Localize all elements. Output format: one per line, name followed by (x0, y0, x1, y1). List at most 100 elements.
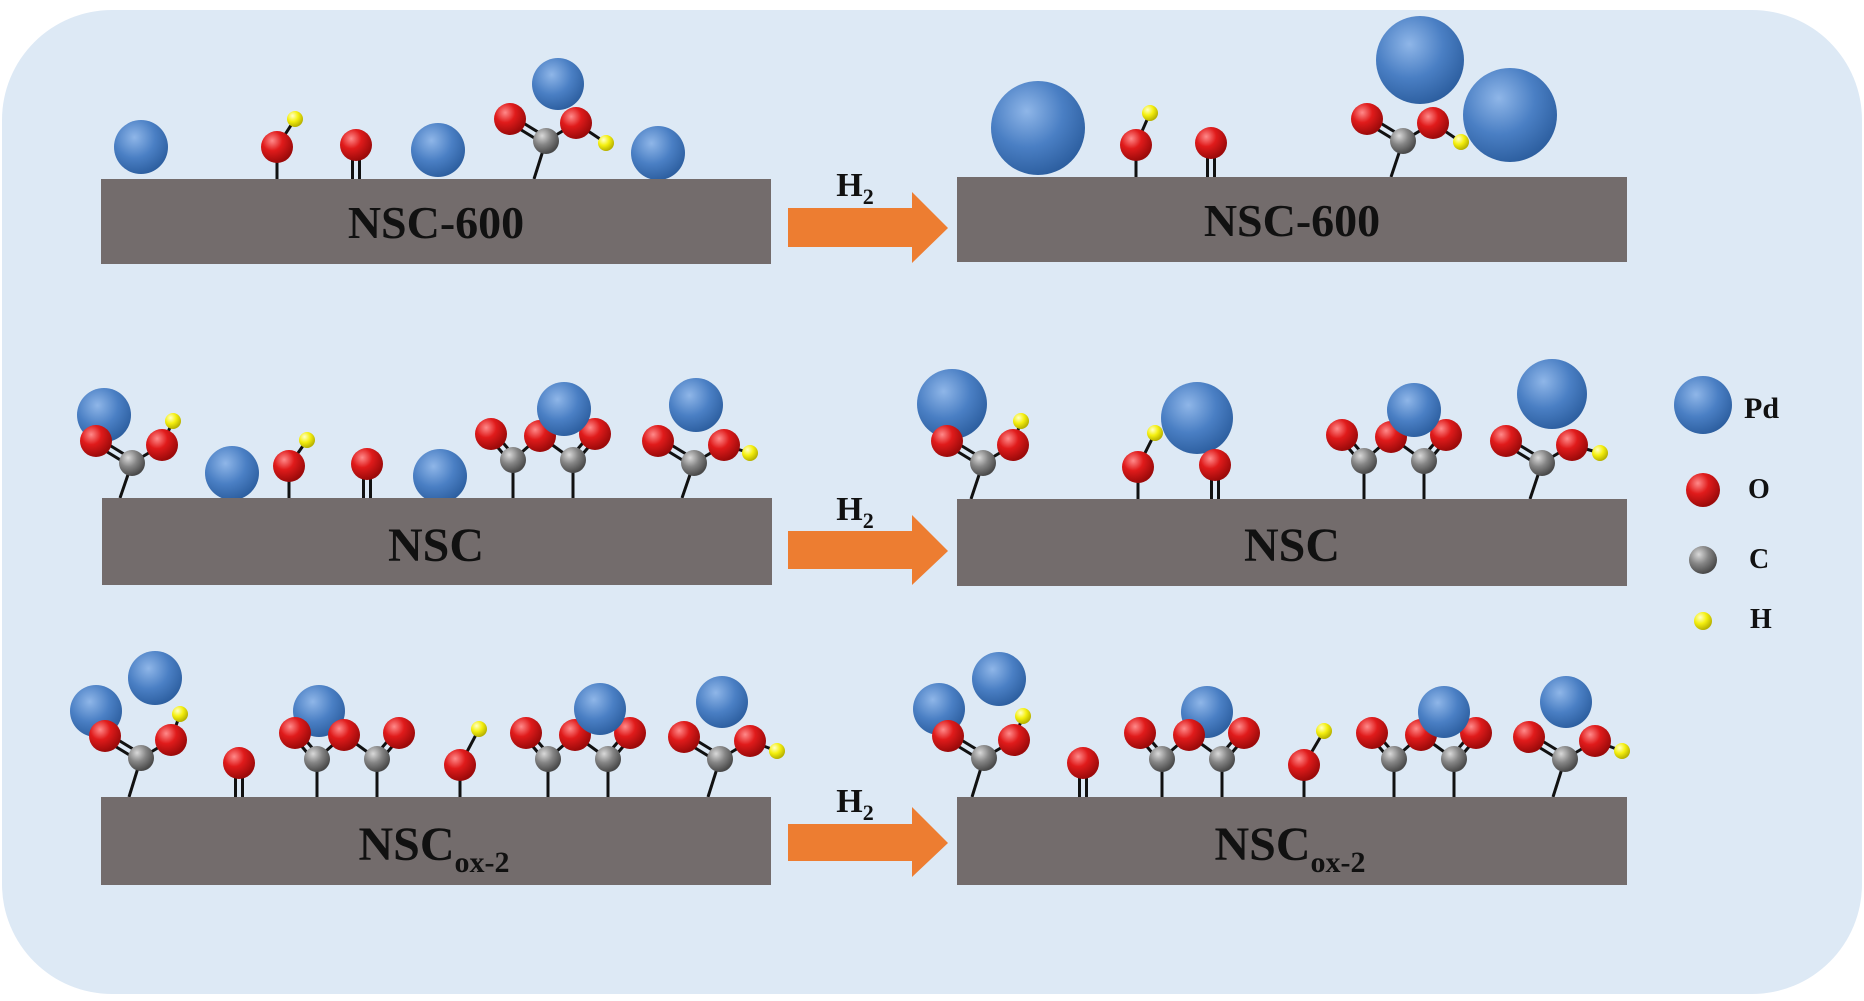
carbon-atom (595, 746, 621, 772)
support-bar-left (101, 179, 771, 264)
hydrogen-atom (1453, 134, 1469, 150)
carbon-atom (707, 746, 733, 772)
carbon-atom (1441, 746, 1467, 772)
oxygen-atom (734, 725, 766, 757)
oxygen-atom (708, 429, 740, 461)
pd-atom (574, 683, 626, 735)
hydrogen-atom (1592, 445, 1608, 461)
oxygen-atom (642, 425, 674, 457)
oxygen-atom (351, 448, 383, 480)
support-bar-left (102, 498, 772, 585)
row-3: NSCox-2 NSCox-2 H2 (101, 783, 1627, 885)
oxygen-atom (998, 724, 1030, 756)
reaction-arrow (788, 515, 948, 585)
oxygen-atom (1356, 717, 1388, 749)
oxygen-atom (997, 429, 1029, 461)
oxygen-atom (1195, 127, 1227, 159)
oxygen-atom (444, 749, 476, 781)
hydrogen-atom (1316, 723, 1332, 739)
oxygen-atom (475, 418, 507, 450)
oxygen-atom (328, 719, 360, 751)
carbon-atom (1552, 746, 1578, 772)
oxygen-icon (1686, 473, 1720, 507)
carbon-atom (1149, 746, 1175, 772)
pd-atom (696, 676, 748, 728)
pd-atom (114, 120, 168, 174)
pd-atom (1418, 686, 1470, 738)
pd-icon (1674, 376, 1732, 434)
oxygen-atom (1579, 725, 1611, 757)
carbon-atom (119, 450, 145, 476)
pd-atom (917, 369, 987, 439)
carbon-atom (535, 746, 561, 772)
reaction-arrow (788, 192, 948, 263)
pd-atom (411, 123, 465, 177)
oxygen-atom (1430, 419, 1462, 451)
hydrogen-atom (287, 111, 303, 127)
oxygen-atom (1351, 103, 1383, 135)
oxygen-atom (155, 724, 187, 756)
pd-atom (1387, 383, 1441, 437)
hydrogen-atom (598, 135, 614, 151)
legend-label-h: H (1750, 604, 1772, 635)
carbon-atom (364, 746, 390, 772)
support-label-right: NSCox-2 (1214, 818, 1365, 879)
oxygen-atom (1173, 719, 1205, 751)
support-bar-right (957, 797, 1627, 885)
carbon-atom (1411, 448, 1437, 474)
pd-atom (413, 449, 467, 503)
oxygen-atom (1067, 747, 1099, 779)
oxygen-atom (510, 717, 542, 749)
oxygen-atom (614, 717, 646, 749)
support-label-right: NSC-600 (1204, 195, 1380, 246)
pd-atom (1161, 382, 1233, 454)
support-label-left: NSCox-2 (358, 818, 509, 879)
row-1: NSC-600 NSC-600 H2 (101, 167, 1627, 264)
pd-atom (537, 382, 591, 436)
hydrogen-atom (769, 743, 785, 759)
oxygen-atom (1556, 429, 1588, 461)
hydrogen-atom (165, 413, 181, 429)
carbon-atom (304, 746, 330, 772)
carbon-atom (970, 450, 996, 476)
pd-atom (991, 81, 1085, 175)
carbon-atom (971, 745, 997, 771)
carbon-icon (1689, 546, 1717, 574)
oxygen-atom (579, 418, 611, 450)
support-bar-left (101, 797, 771, 885)
oxygen-atom (146, 429, 178, 461)
arrow-label: H2 (836, 783, 873, 825)
hydrogen-atom (172, 706, 188, 722)
hydrogen-atom (1013, 413, 1029, 429)
carbon-atom (681, 450, 707, 476)
legend: Pd O C H (1674, 376, 1779, 635)
arrow-label: H2 (836, 491, 873, 533)
carbon-atom (560, 447, 586, 473)
pd-atom (669, 378, 723, 432)
pd-atom (1463, 68, 1557, 162)
oxygen-atom (223, 747, 255, 779)
oxygen-atom (279, 717, 311, 749)
support-bar-right (957, 177, 1627, 262)
pd-atom (972, 652, 1026, 706)
oxygen-atom (1288, 749, 1320, 781)
pd-atom (205, 446, 259, 500)
reaction-arrow (788, 807, 948, 877)
carbon-atom (500, 447, 526, 473)
oxygen-atom (383, 717, 415, 749)
oxygen-atom (560, 107, 592, 139)
carbon-atom (128, 745, 154, 771)
oxygen-atom (80, 425, 112, 457)
pd-atom (532, 58, 584, 110)
oxygen-atom (1490, 425, 1522, 457)
hydrogen-atom (742, 445, 758, 461)
oxygen-atom (1326, 419, 1358, 451)
molecules-layer (70, 16, 1630, 798)
oxygen-atom (1228, 717, 1260, 749)
hydrogen-atom (471, 721, 487, 737)
oxygen-atom (340, 129, 372, 161)
oxygen-atom (494, 103, 526, 135)
hydrogen-icon (1694, 612, 1712, 630)
